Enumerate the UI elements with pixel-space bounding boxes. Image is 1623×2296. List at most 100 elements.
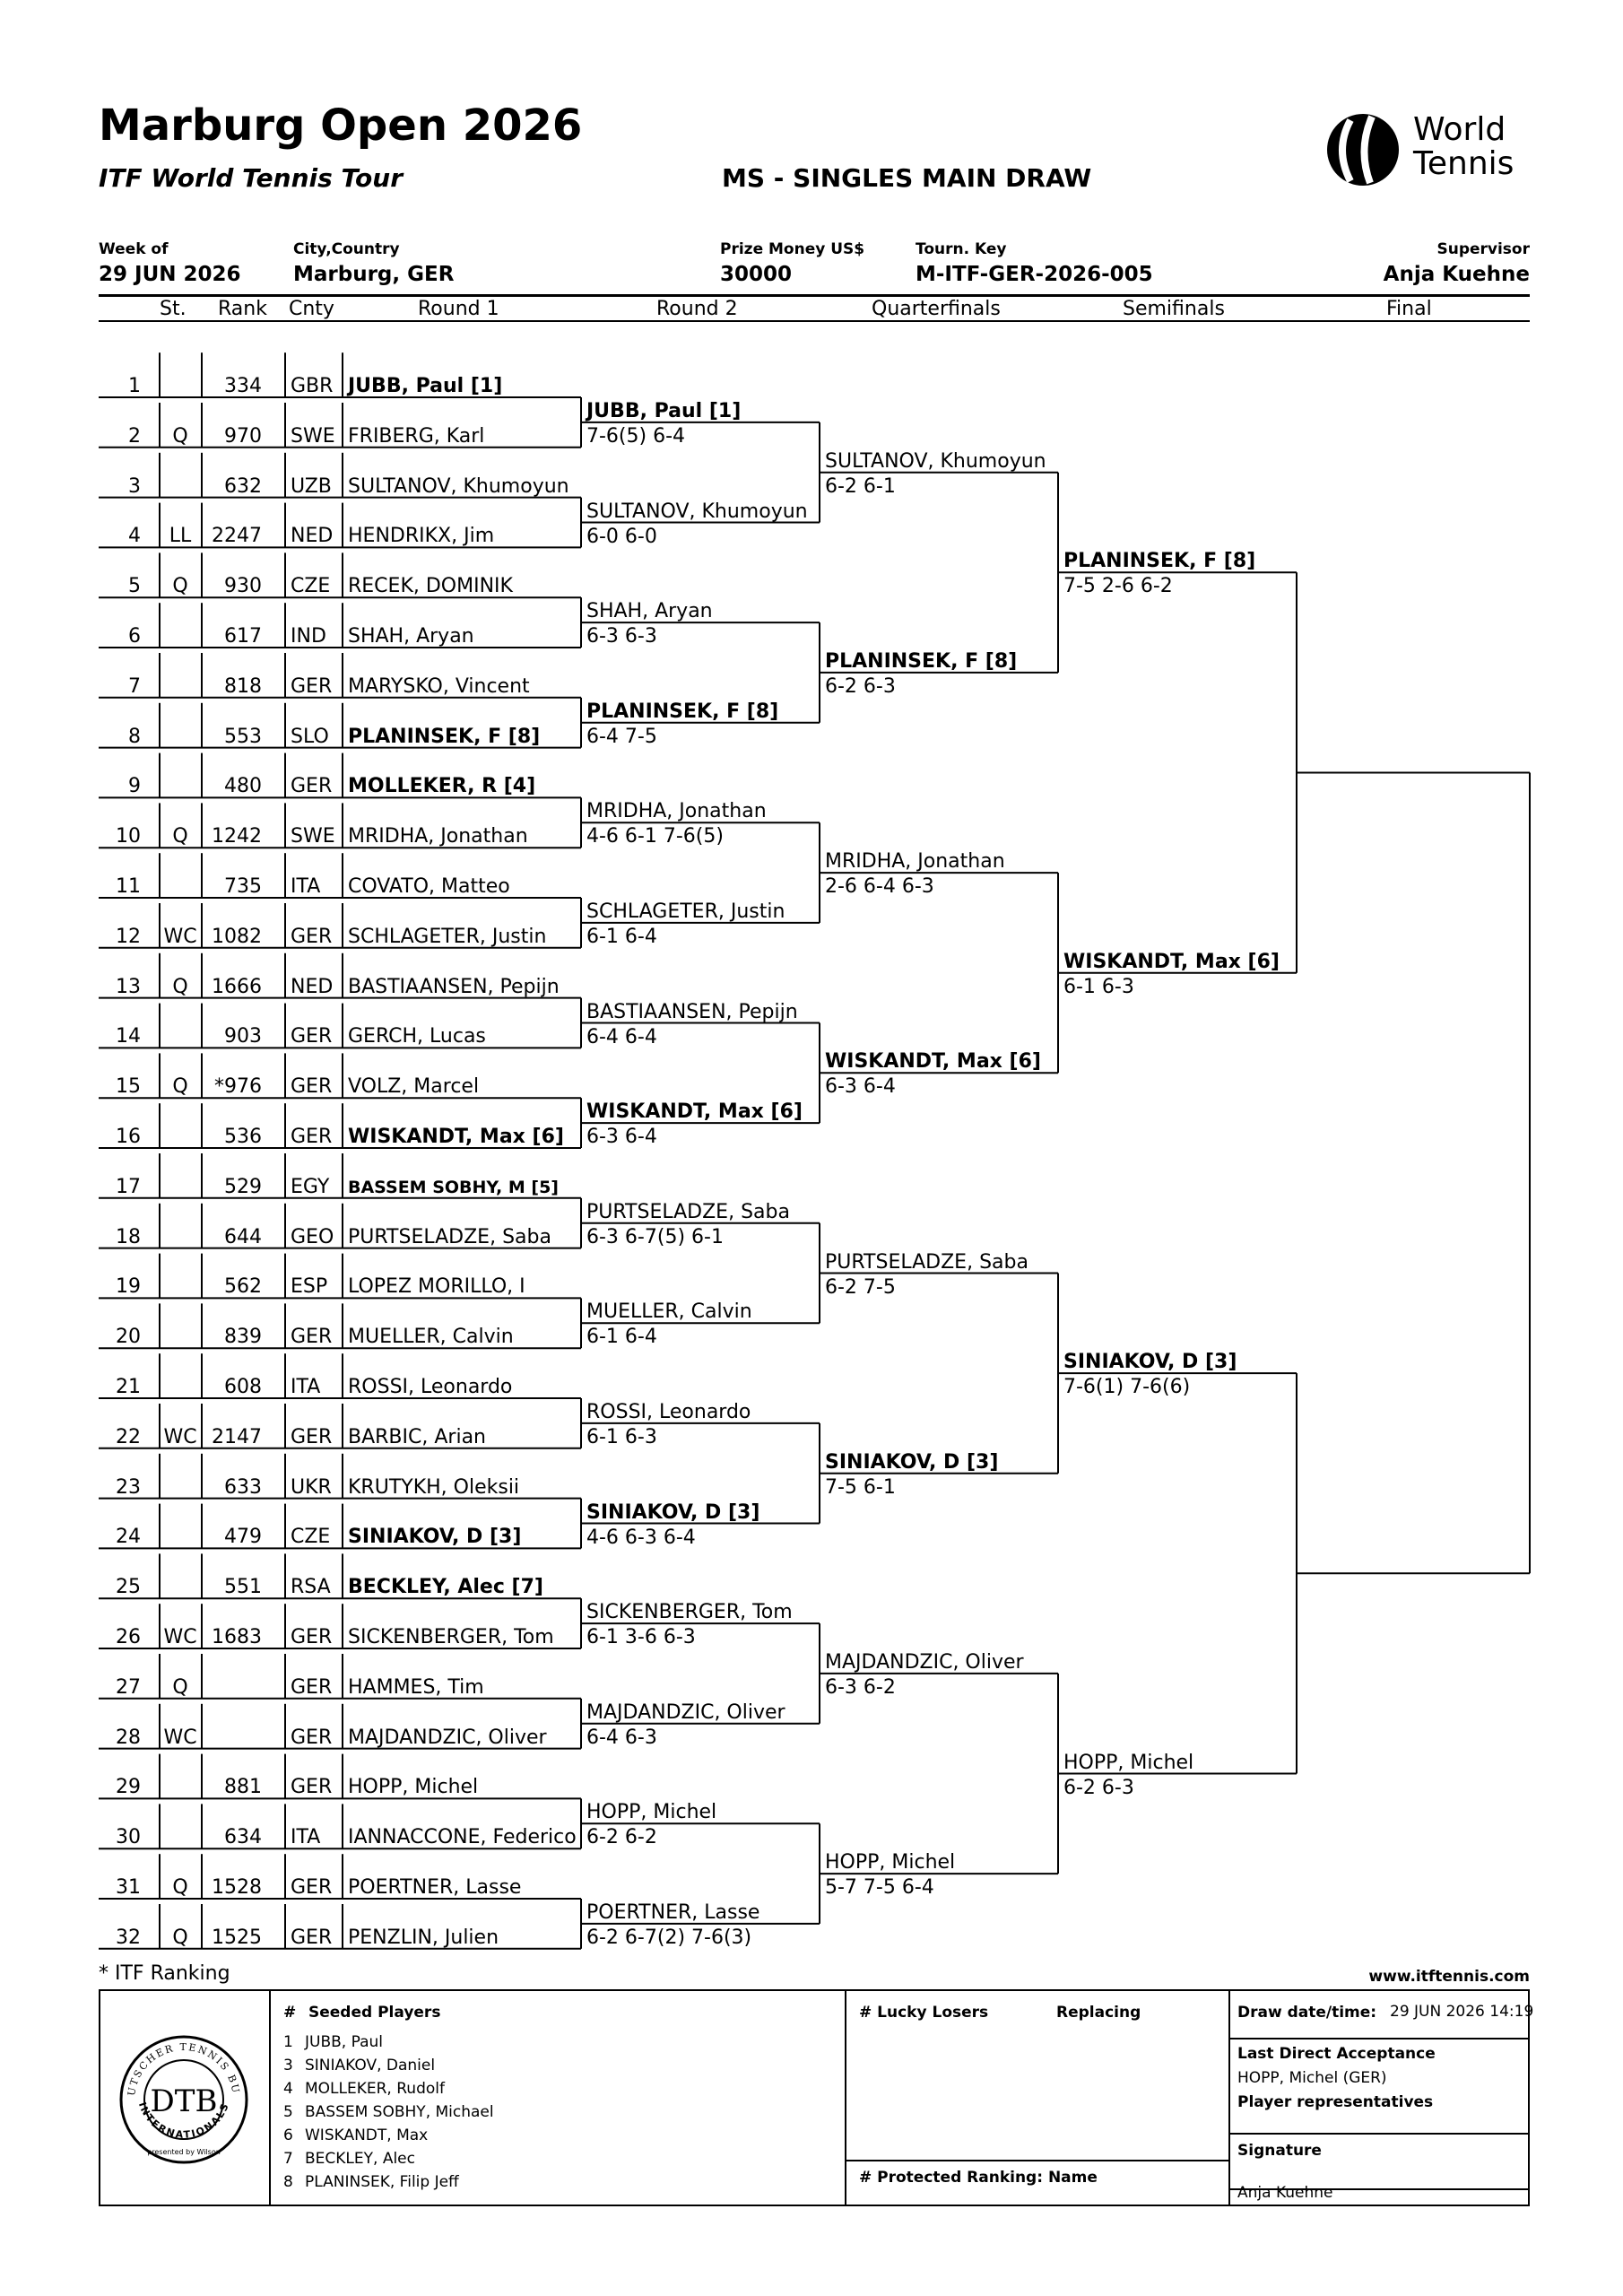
player-name: POERTNER, Lasse [348, 1876, 522, 1899]
itf-ranking-note: * ITF Ranking [99, 1962, 230, 1985]
draw-position: 8 [128, 725, 141, 748]
player-reps-label: Player representatives [1237, 2093, 1434, 2111]
winner-name: SINIAKOV, D [3] [825, 1450, 999, 1474]
dtb-seal-icon: DEUTSCHER TENNIS BUND INTERNATIONALS DTB… [117, 2032, 248, 2164]
draw-country: UKR [291, 1475, 332, 1499]
player-name: WISKANDT, Max [6] [348, 1126, 564, 1148]
player-name: SHAH, Aryan [348, 625, 474, 648]
prize-label: Prize Money US$ [720, 240, 865, 258]
draw-country: SWE [291, 825, 335, 848]
draw-position: 4 [128, 525, 141, 548]
logo-line-2: Tennis [1413, 145, 1515, 182]
match-score: 6-1 3-6 6-3 [586, 1626, 696, 1649]
dtb-presented: presented by Wilson [147, 2148, 221, 2156]
match-score: 4-6 6-1 7-6(5) [586, 825, 724, 848]
seed-row: 8 PLANINSEK, Filip Jeff [283, 2170, 494, 2194]
seed-name: MOLLEKER, Rudolf [305, 2080, 445, 2098]
draw-position: 21 [116, 1376, 141, 1398]
player-name: PLANINSEK, F [8] [348, 725, 541, 748]
draw-status: Q [172, 1926, 188, 1949]
match-score: 7-5 2-6 6-2 [1063, 575, 1173, 598]
draw-rank: 1683 [212, 1626, 262, 1648]
draw-position: 28 [116, 1726, 141, 1749]
draw-name: MS - SINGLES MAIN DRAW [722, 163, 1092, 193]
seed-name: SINIAKOV, Daniel [305, 2057, 436, 2074]
seed-number: 7 [283, 2150, 293, 2168]
seed-number: 4 [283, 2080, 293, 2098]
winner-name: SINIAKOV, D [3] [1063, 1351, 1237, 1374]
draw-rank: 562 [224, 1275, 262, 1299]
winner-name: POERTNER, Lasse [586, 1900, 760, 1924]
winner-name: MUELLER, Calvin [586, 1300, 752, 1324]
seed-number: 8 [283, 2173, 293, 2191]
draw-rank: 480 [224, 775, 262, 798]
match-score: 4-6 6-3 6-4 [586, 1526, 696, 1549]
match-score: 6-2 6-2 [586, 1826, 657, 1849]
draw-position: 15 [116, 1075, 141, 1099]
lucky-losers-header: # Lucky Losers [859, 2004, 989, 2022]
match-score: 2-6 6-4 6-3 [825, 875, 934, 899]
col-round1: Round 1 [418, 298, 499, 320]
col-final: Final [1386, 298, 1432, 320]
draw-position: 1 [128, 375, 141, 397]
winner-name: SHAH, Aryan [586, 600, 713, 623]
draw-position: 18 [116, 1225, 141, 1248]
draw-rank: 1528 [212, 1876, 262, 1899]
draw-country: CZE [291, 1526, 331, 1549]
col-round2: Round 2 [656, 298, 738, 320]
player-name: RECEK, DOMINIK [348, 575, 513, 598]
draw-position: 11 [116, 875, 141, 898]
player-name: MOLLEKER, R [4] [348, 775, 536, 798]
match-score: 6-4 6-4 [586, 1025, 657, 1048]
website: www.itftennis.com [1368, 1968, 1530, 1986]
seeded-header: Seeded Players [308, 2004, 441, 2022]
draw-country: GER [291, 1075, 333, 1099]
match-score: 6-1 6-4 [586, 1326, 657, 1349]
match-score: 6-3 6-2 [825, 1675, 896, 1699]
draw-status: WC [163, 925, 197, 948]
header-rule [99, 294, 1530, 297]
match-score: 7-5 6-1 [825, 1475, 896, 1499]
draw-country: SLO [291, 725, 329, 748]
draw-country: GER [291, 1425, 333, 1448]
seed-name: PLANINSEK, Filip Jeff [305, 2173, 459, 2191]
draw-rank: 644 [224, 1225, 262, 1248]
draw-status: Q [172, 1675, 188, 1699]
player-name: BARBIC, Arian [348, 1425, 486, 1448]
draw-rank: 1082 [212, 925, 262, 948]
player-name: SCHLAGETER, Justin [348, 925, 547, 948]
draw-country: GER [291, 1876, 333, 1899]
player-name: HAMMES, Tim [348, 1675, 484, 1699]
draw-rank: 881 [224, 1776, 262, 1799]
draw-position: 27 [116, 1675, 141, 1699]
player-name: ROSSI, Leonardo [348, 1376, 513, 1398]
draw-country: SWE [291, 424, 335, 448]
prize-value: 30000 [720, 263, 793, 286]
columns-rule [99, 320, 1530, 322]
winner-name: SULTANOV, Khumoyun [825, 449, 1046, 473]
match-score: 6-1 6-4 [586, 925, 657, 948]
player-name: JUBB, Paul [1] [348, 375, 503, 397]
match-score: 6-3 6-7(5) 6-1 [586, 1225, 724, 1248]
match-score: 6-2 7-5 [825, 1275, 896, 1299]
draw-position: 10 [116, 825, 141, 848]
winner-name: PLANINSEK, F [8] [586, 700, 779, 723]
world-tennis-logo-icon [1327, 114, 1399, 186]
draw-position: 13 [116, 975, 141, 998]
week-label: Week of [99, 240, 169, 258]
draw-rank: *976 [214, 1075, 262, 1099]
winner-name: PURTSELADZE, Saba [825, 1250, 1028, 1274]
draw-rank: 818 [224, 674, 262, 698]
player-name: HOPP, Michel [348, 1776, 479, 1799]
match-score: 6-2 6-1 [825, 474, 896, 498]
key-value: M-ITF-GER-2026-005 [916, 263, 1153, 286]
draw-rank: 529 [224, 1175, 262, 1198]
draw-position: 3 [128, 474, 141, 498]
draw-status: LL [169, 525, 192, 548]
draw-position: 29 [116, 1776, 141, 1799]
draw-country: ITA [291, 1826, 321, 1849]
seed-name: BECKLEY, Alec [305, 2150, 415, 2168]
tour-subtitle: ITF World Tennis Tour [99, 163, 404, 193]
